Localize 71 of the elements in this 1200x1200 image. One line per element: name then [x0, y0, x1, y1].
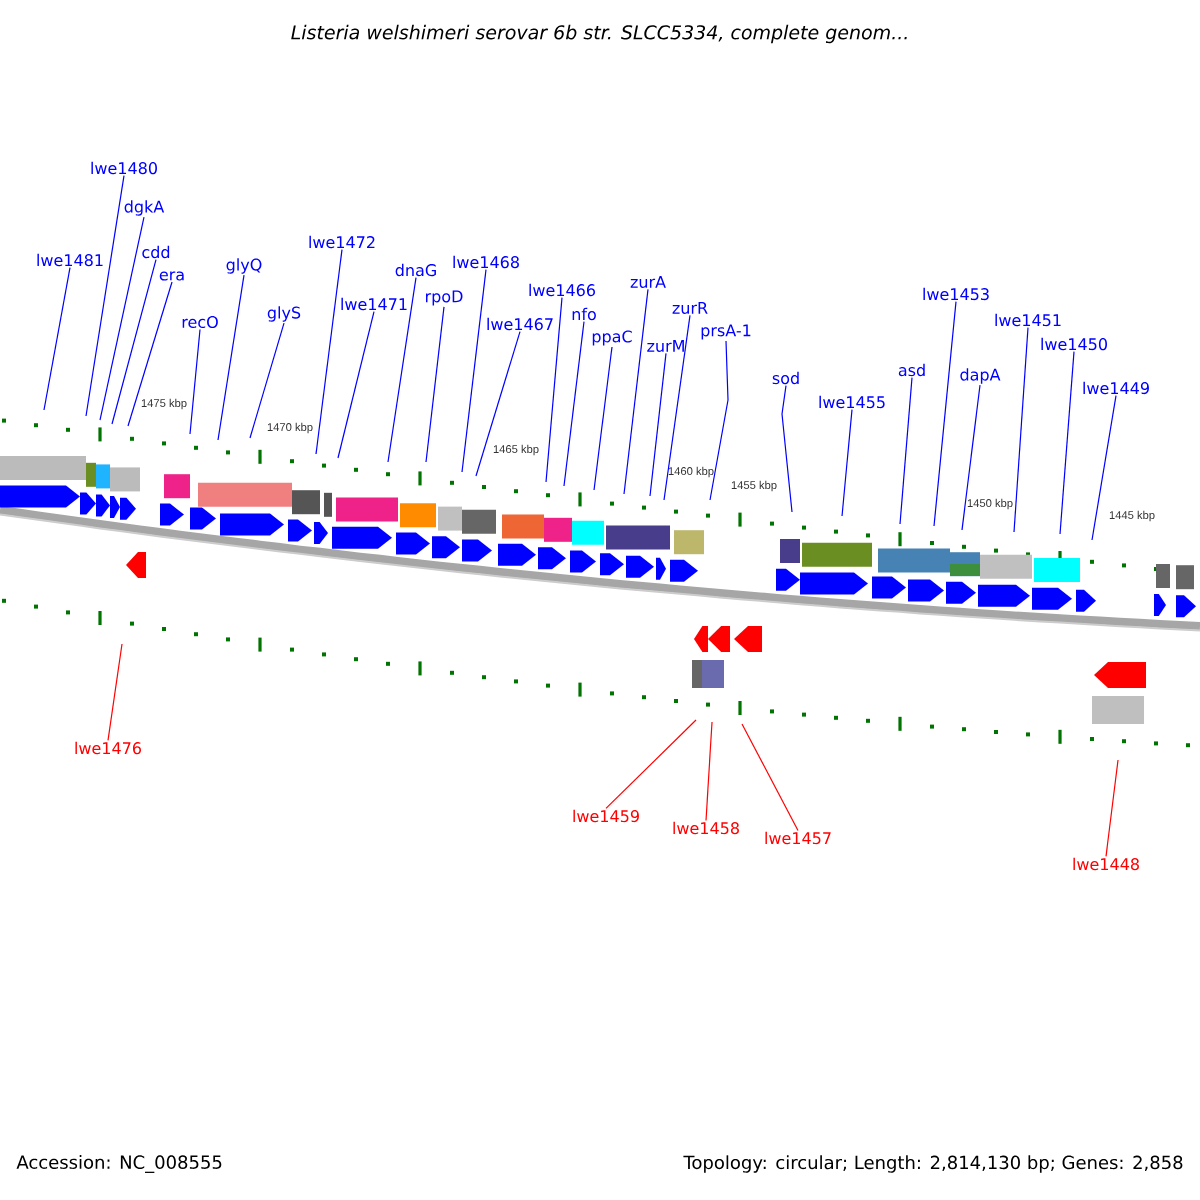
gene-label: lwe1481 — [37, 253, 103, 267]
leader-line — [1091, 395, 1117, 541]
leader-line — [741, 723, 799, 831]
leader-line — [99, 216, 145, 421]
leader-line — [315, 249, 343, 455]
leader-line — [1013, 327, 1029, 533]
leader-line — [649, 352, 667, 497]
leader-line — [85, 175, 125, 417]
leader-line — [961, 384, 981, 531]
gene-label: lwe1451 — [995, 313, 1061, 327]
gene-label: lwe1471 — [341, 297, 407, 311]
leader-line — [387, 277, 417, 463]
gene-label: dnaG — [395, 263, 436, 277]
leader-line — [249, 322, 285, 439]
gene-label: cdd — [142, 245, 170, 259]
gene-label: dgkA — [124, 200, 165, 216]
leader-line — [43, 267, 71, 411]
gene-label: era — [159, 271, 184, 281]
gene-label: ppaC — [592, 330, 632, 346]
leader-line — [663, 314, 691, 501]
leader-line — [1059, 351, 1075, 535]
gene-label: rpoD — [426, 290, 463, 306]
footer-text: Accession: NC_008555 — [16, 1155, 222, 1173]
leader-line — [593, 346, 613, 491]
leader-line — [781, 385, 793, 513]
leader-line — [475, 331, 521, 477]
gene-label: lwe1459 — [573, 809, 639, 823]
gene-label: prsA-1 — [701, 324, 751, 340]
leader-line — [899, 377, 913, 525]
gene-label: lwe1457 — [765, 831, 831, 845]
leader-line — [933, 301, 957, 527]
leader-line — [841, 409, 853, 517]
leader-line — [337, 311, 375, 459]
leader-line — [709, 340, 729, 501]
gene-label: zurR — [672, 302, 708, 314]
gene-label: lwe1472 — [309, 235, 375, 249]
leader-line — [111, 259, 157, 425]
leader-line — [545, 297, 563, 483]
gene-label: lwe1450 — [1041, 337, 1107, 351]
gene-label: glyQ — [226, 258, 262, 274]
gene-label: recO — [182, 315, 218, 329]
gene-label: lwe1458 — [673, 821, 739, 835]
gene-label: lwe1467 — [487, 317, 553, 331]
gene-label: glyS — [267, 306, 301, 322]
gene-label: sod — [772, 371, 799, 385]
leader-line — [705, 721, 713, 821]
leader-line — [563, 321, 585, 487]
gene-label: lwe1448 — [1073, 857, 1139, 871]
gene-label: asd — [898, 363, 925, 377]
gene-label: zurM — [647, 340, 684, 352]
leader-line — [127, 281, 173, 427]
leader-line — [217, 274, 245, 441]
leader-line — [605, 719, 697, 809]
leader-line — [107, 643, 123, 741]
gene-label: lwe1468 — [453, 255, 519, 269]
leader-line — [1105, 759, 1119, 857]
gene-label: lwe1449 — [1083, 381, 1149, 395]
footer-text: Topology: circular; Length: 2,814,130 bp; Genes: 2,858 — [683, 1155, 1183, 1173]
gene-label: nfo — [572, 307, 596, 321]
leader-line — [623, 288, 649, 495]
leader-line — [425, 306, 445, 463]
gene-label: lwe1455 — [819, 395, 885, 409]
gene-label: lwe1480 — [91, 161, 157, 175]
leader-line — [189, 328, 201, 435]
title: Listeria welshimeri serovar 6b str. SLCC5334, complete genom... — [291, 24, 907, 44]
gene-label: dapA — [960, 368, 1001, 384]
gene-label: lwe1466 — [529, 283, 595, 297]
gene-label: lwe1453 — [923, 287, 989, 301]
gene-label: lwe1476 — [75, 741, 141, 755]
leader-line — [461, 269, 487, 473]
gene-label: zurA — [630, 276, 666, 288]
